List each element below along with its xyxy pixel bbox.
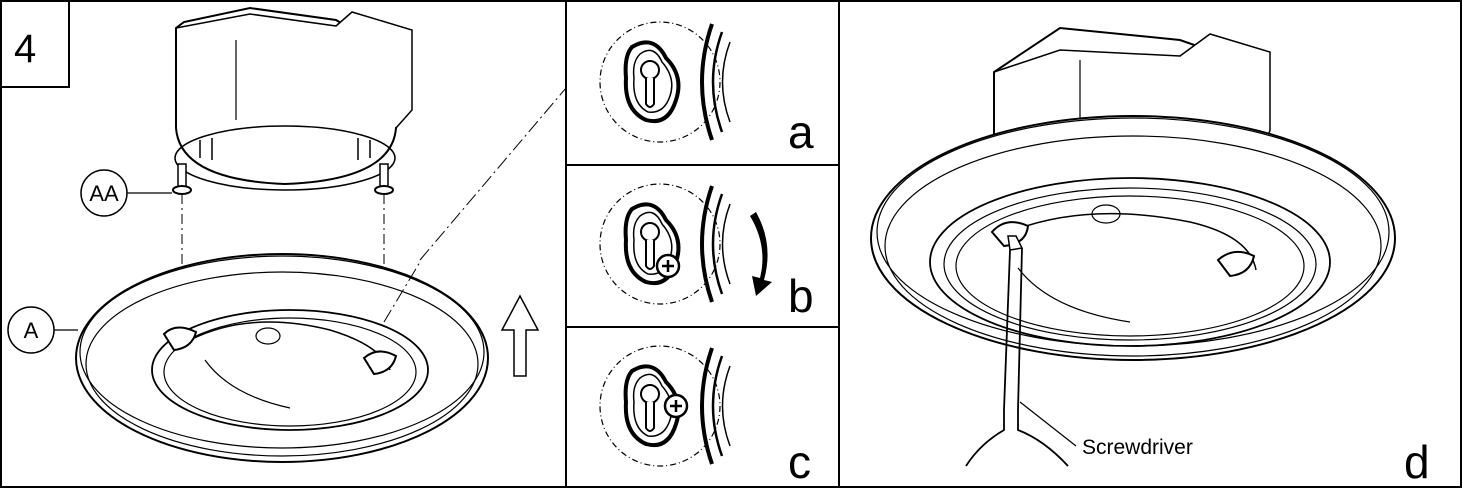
panel-letter-b: b [788, 270, 814, 322]
panel-letter-c: c [788, 436, 811, 488]
svg-text:AA: AA [89, 181, 119, 206]
up-arrow-icon [500, 294, 540, 377]
screwdriver-label: Screwdriver [1082, 436, 1193, 459]
callout-aa: AA [80, 169, 172, 217]
installed-assembly [870, 26, 1396, 361]
detail-c [598, 344, 732, 468]
panel-letter-d: d [1404, 436, 1430, 488]
callout-a: A [7, 306, 78, 354]
mounting-ring [75, 253, 489, 463]
rotate-arrow-icon [750, 212, 772, 296]
detail-a [598, 20, 732, 144]
step-badge: 4 [0, 0, 70, 88]
detail-b [598, 182, 732, 306]
leader-lines [383, 87, 567, 323]
panel-letter-a: a [788, 106, 814, 158]
step-number: 4 [14, 27, 36, 71]
svg-text:A: A [24, 318, 39, 343]
screwdriver [965, 235, 1077, 467]
junction-box [174, 6, 413, 191]
screws-aa [172, 163, 394, 340]
